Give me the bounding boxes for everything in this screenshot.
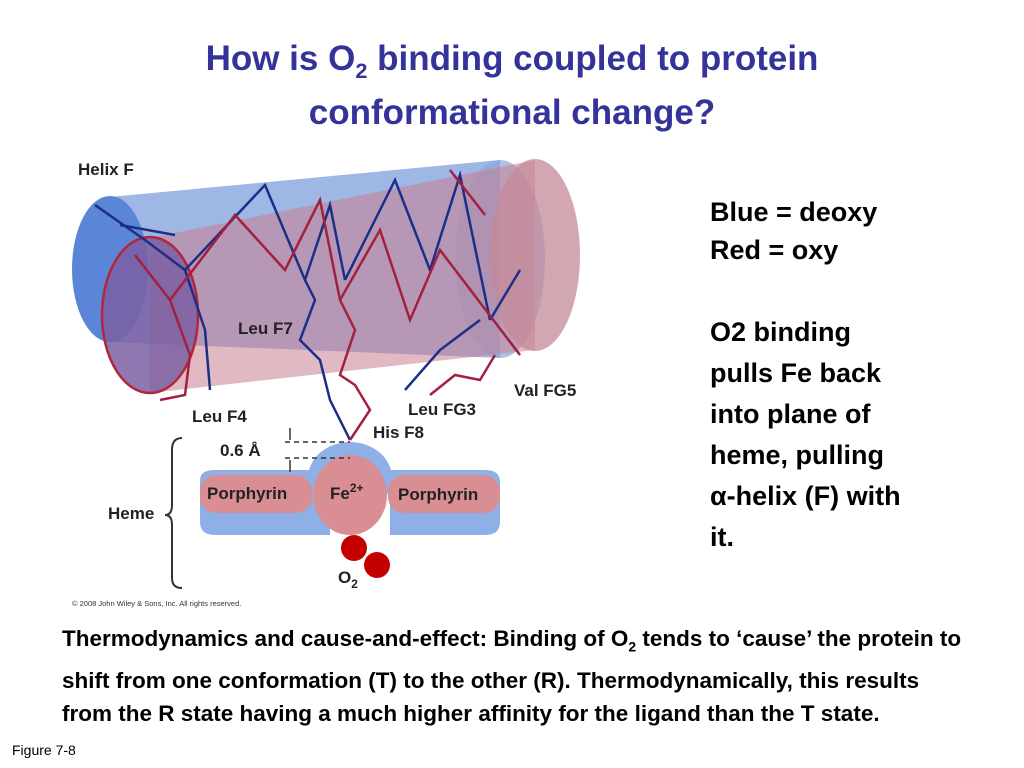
helix-f-label: Helix F (78, 160, 134, 179)
porphyrin-right-label: Porphyrin (398, 485, 478, 504)
legend-red: Red = oxy (710, 235, 839, 265)
o2-atom-2 (364, 552, 390, 578)
heme-label: Heme (108, 504, 154, 523)
oxy-helix-cylinder (100, 159, 580, 395)
explanation-text: O2 binding pulls Fe back into plane of h… (710, 317, 901, 552)
o2-label: O2 (338, 568, 358, 591)
title-line-2: conformational change? (308, 93, 716, 132)
legend-blue: Blue = deoxy (710, 197, 878, 227)
oxy-backbone (134, 254, 192, 402)
porphyrin-left-label: Porphyrin (207, 484, 287, 503)
his-f8-label: His F8 (373, 423, 424, 442)
val-fg5-label: Val FG5 (514, 381, 576, 400)
distance-marker (285, 428, 350, 472)
distance-label: 0.6 Å (220, 441, 261, 460)
copyright-note: © 2008 John Wiley & Sons, Inc. All right… (72, 599, 241, 608)
o2-atom-1 (341, 535, 367, 561)
heme-brace (164, 437, 183, 589)
leu-f7-label: Leu F7 (238, 319, 293, 338)
leu-f4-label: Leu F4 (192, 407, 247, 426)
thermodynamics-text: Thermodynamics and cause-and-effect: Bin… (62, 626, 962, 726)
color-legend: Blue = deoxy Red = oxy (710, 193, 1000, 269)
title-line-1: How is O2 binding coupled to protein (205, 39, 819, 83)
leu-fg3-label: Leu FG3 (408, 400, 476, 419)
heme-group (200, 442, 500, 535)
fe-label: Fe2+ (330, 481, 364, 503)
slide-title: How is O2 binding coupled to protein con… (0, 38, 1024, 134)
figure-label: Figure 7-8 (12, 742, 76, 758)
